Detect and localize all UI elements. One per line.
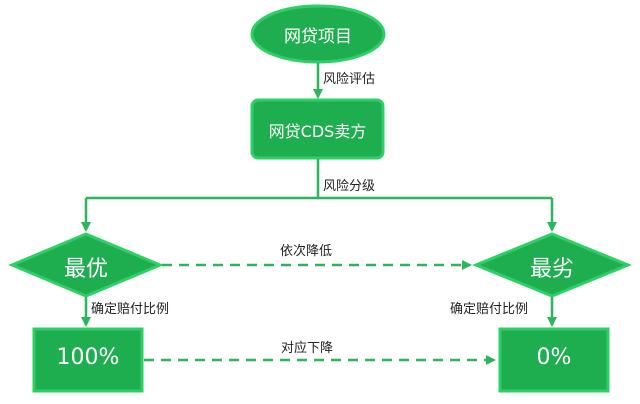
worst-diamond (472, 232, 632, 298)
branch-connector (86, 159, 320, 200)
decrease-label: 依次降低 (280, 244, 333, 259)
best-label: 最优 (63, 257, 108, 282)
full-label: 100% (56, 345, 120, 370)
project-ellipse (250, 4, 386, 64)
ratio-left-label: 确定赔付比例 (91, 302, 170, 317)
seller-label: 网贷CDS卖方 (268, 122, 367, 141)
risk-eval-label: 风险评估 (323, 72, 376, 87)
worst-label: 最劣 (529, 257, 574, 282)
zero-box (498, 327, 610, 393)
project-label: 网贷项目 (284, 27, 352, 47)
zero-label: 0% (536, 345, 572, 370)
best-diamond (8, 232, 164, 298)
ratio-right-label: 确定赔付比例 (450, 302, 529, 317)
full-box (32, 327, 144, 393)
risk-grade-label: 风险分级 (323, 179, 376, 194)
seller-box (250, 98, 385, 160)
decline-label: 对应下降 (281, 341, 334, 356)
